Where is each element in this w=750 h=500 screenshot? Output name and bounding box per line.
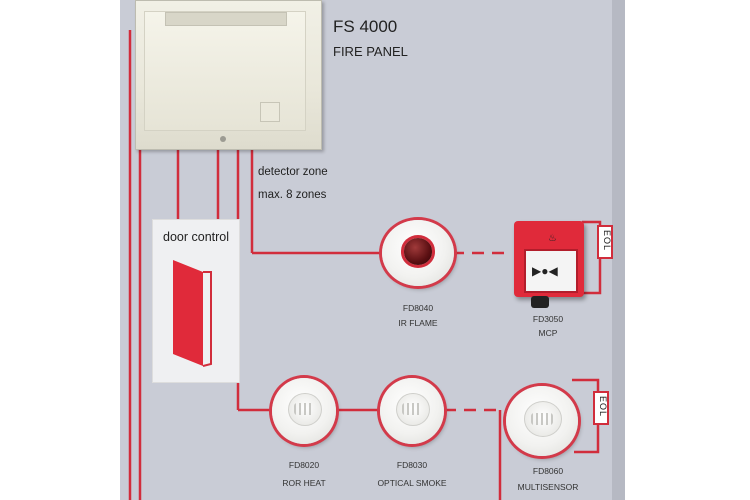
panel-title: FS 4000	[333, 17, 398, 36]
vents-icon	[531, 412, 553, 426]
device-name-ir-flame: IR FLAME	[398, 318, 438, 328]
device-code-fd8040: FD8040	[402, 303, 434, 313]
fire-panel-display	[165, 12, 287, 26]
device-name-mcp: MCP	[538, 328, 558, 338]
device-code-fd8030: FD8030	[396, 460, 428, 470]
fire-panel	[135, 0, 322, 150]
device-name-optical-smoke: OPTICAL SMOKE	[377, 478, 447, 488]
door-icon	[173, 260, 212, 367]
device-code-fd3050: FD3050	[532, 314, 564, 324]
device-code-fd8020: FD8020	[288, 460, 320, 470]
mcp-key-icon	[531, 296, 549, 308]
door-control-label: door control	[163, 230, 230, 244]
optical-smoke-detector	[380, 378, 444, 444]
fire-panel-cover	[144, 11, 306, 131]
device-code-fd8060: FD8060	[532, 466, 564, 476]
eol-resistor: EOL	[593, 391, 609, 425]
arrows-icon: ▶●◀	[532, 264, 558, 278]
multisensor-detector	[506, 386, 578, 456]
vents-icon	[402, 403, 422, 415]
zone-note-line2: max. 8 zones	[258, 189, 327, 201]
eol-label: EOL	[598, 396, 608, 418]
manual-call-point: ♨ ▶●◀	[514, 221, 584, 297]
heat-detector	[272, 378, 336, 444]
eol-resistor: EOL	[597, 225, 613, 259]
fire-symbol-icon: ♨	[548, 233, 559, 244]
fire-panel-logo-icon	[260, 102, 280, 122]
mcp-glass: ▶●◀	[524, 249, 578, 293]
device-name-ror-heat: ROR HEAT	[282, 478, 326, 488]
door-control-box: door control	[152, 219, 240, 383]
eol-label: EOL	[602, 230, 612, 252]
device-name-multisensor: MULTISENSOR	[517, 482, 579, 492]
vents-icon	[294, 403, 314, 415]
flame-sensor-lens-icon	[403, 238, 433, 265]
screw-icon	[220, 136, 226, 142]
panel-subtitle: FIRE PANEL	[333, 44, 408, 59]
board-edge	[612, 0, 625, 500]
zone-note-line1: detector zone	[258, 166, 328, 178]
ir-flame-detector	[382, 220, 454, 286]
